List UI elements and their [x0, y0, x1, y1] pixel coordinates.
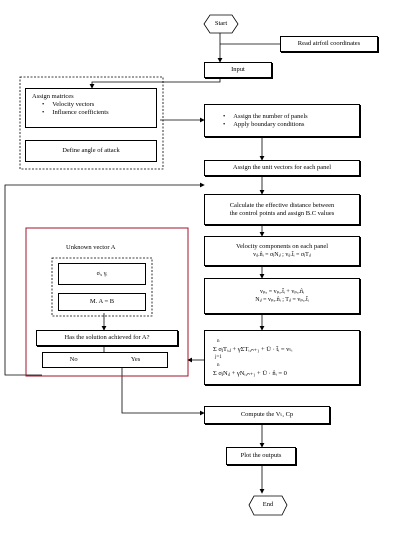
sigma-gamma-label: σᵢ, γᵢ	[96, 271, 108, 277]
system-equation-1: Σ σⱼTᵢ,ⱼ + γΣTᵢ,ₙ₊₁ + Ū · t̂ᵢ = vₜᵢ	[213, 345, 293, 353]
mab-box: M. A = B	[58, 293, 146, 311]
end-label: End	[262, 501, 274, 508]
assign-matrices-title: Assign matrices	[32, 93, 74, 100]
system-equation-2: Σ σⱼNᵢⱼ + γNᵢ,ₙ₊₁ + Ū · n̂ᵢ = 0	[213, 369, 287, 377]
unit-vectors-box: Assign the unit vectors for each panel	[204, 160, 360, 176]
mab-label: M. A = B	[89, 298, 115, 305]
effective-distance-line2: the control points and assign B.C values	[229, 209, 335, 217]
compute-label: Compute the Vₜ, Cp	[240, 411, 294, 418]
read-airfoil-label: Read airfoil coordinates	[297, 40, 361, 47]
question-label: Has the solution achieved for A?	[64, 334, 150, 341]
compute-box: Compute the Vₜ, Cp	[204, 406, 330, 424]
sum-lower-limit-1: j=1	[215, 354, 222, 360]
sum-upper-limit-1: n	[217, 338, 220, 344]
start-label: Start	[214, 20, 228, 27]
effective-distance-box: Calculate the effective distance between…	[204, 194, 360, 225]
vpq-equation-1: vₚₐ = vₚₐ.t̂ᵢ + vₚₐ.n̂ᵢ	[259, 289, 305, 295]
no-label: No	[69, 356, 78, 363]
solver-group-border	[25, 227, 189, 377]
end-terminal-shape	[248, 495, 288, 516]
plot-label: Plot the outputs	[240, 452, 282, 459]
panels-item-bc: Apply boundary conditions	[223, 121, 304, 129]
define-angle-box: Define angle of attack	[25, 140, 157, 162]
assign-matrices-box: Assign matrices Velocity vectors Influen…	[25, 88, 157, 128]
matrices-item-influence: Influence coefficients	[42, 109, 108, 117]
read-airfoil-box: Read airfoil coordinates	[280, 36, 378, 52]
unknown-vector-title: Unknown vector A	[66, 244, 116, 251]
panels-item-number: Assign the number of panels	[223, 113, 307, 121]
sum-upper-limit-2: n	[217, 362, 220, 368]
unknown-inner-border	[51, 257, 153, 317]
matrices-group-border	[19, 76, 164, 170]
system-box: n Σ σⱼTᵢ,ⱼ + γΣTᵢ,ₙ₊₁ + Ū · t̂ᵢ = vₜᵢ j=…	[204, 330, 360, 385]
vpq-equation-2: Nᵢⱼ = vₚₐ.n̂ᵢ ; Tᵢⱼ = vₚₐ.t̂ᵢ	[255, 297, 309, 303]
input-label: Input	[231, 66, 245, 73]
panels-box: Assign the number of panels Apply bounda…	[204, 104, 360, 137]
sigma-gamma-box: σᵢ, γᵢ	[58, 263, 146, 285]
start-terminal-shape	[203, 14, 239, 34]
velocity-components-box: Velocity components on each panel vᵢⱼ.n̂…	[204, 236, 360, 266]
matrices-item-velocity: Velocity vectors	[42, 101, 94, 109]
velocity-components-title: Velocity components on each panel	[235, 243, 329, 250]
plot-box: Plot the outputs	[226, 447, 296, 465]
unit-vectors-label: Assign the unit vectors for each panel	[232, 164, 332, 171]
yes-label: Yes	[130, 356, 141, 363]
input-box: Input	[204, 62, 272, 78]
define-angle-label: Define angle of attack	[62, 147, 120, 154]
vpq-box: vₚₐ = vₚₐ.t̂ᵢ + vₚₐ.n̂ᵢ Nᵢⱼ = vₚₐ.n̂ᵢ ; …	[204, 278, 360, 314]
velocity-components-equation: vᵢⱼ.n̂ᵢ = σⱼNᵢⱼ ; vᵢⱼ.t̂ᵢ = σⱼTᵢⱼ	[253, 252, 311, 258]
effective-distance-line1: Calculate the effective distance between	[229, 201, 335, 209]
question-box: Has the solution achieved for A?	[36, 330, 178, 346]
no-yes-box: No Yes	[42, 352, 168, 368]
